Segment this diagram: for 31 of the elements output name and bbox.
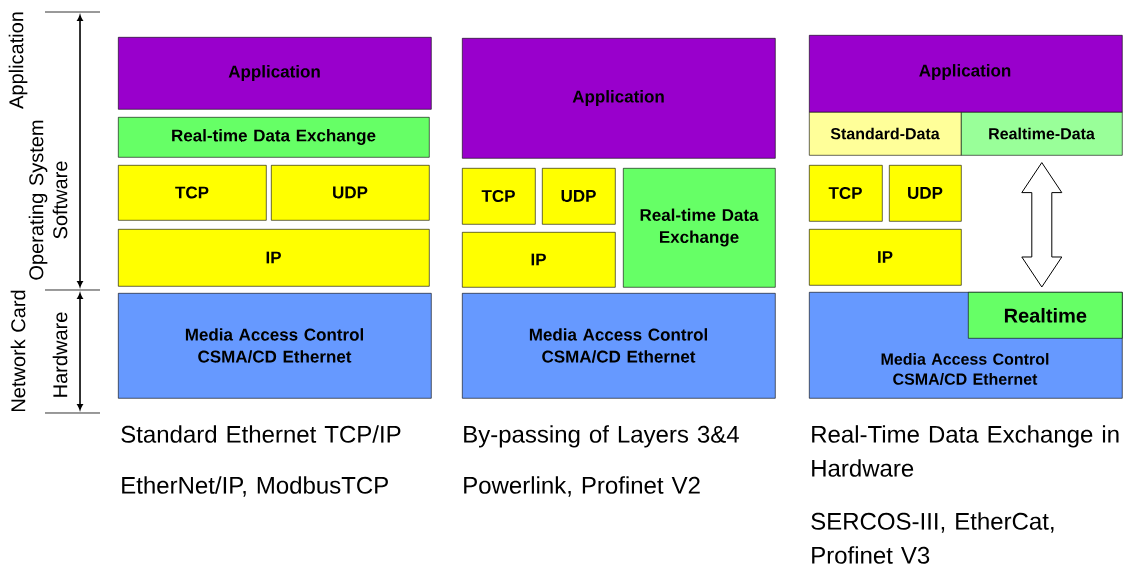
axis-label: EtherNet/IP, ModbusTCP (122, 476, 388, 497)
axis-label: SERCOS-III, EtherCat, Profinet V3 (811, 512, 1054, 564)
layer-box: Real-time Data Exchange (118, 117, 430, 158)
axis-label: Application (8, 12, 28, 109)
layer-box: UDP (271, 165, 430, 221)
layer-box: Application (462, 38, 776, 159)
layer-box: Media Access Control CSMA/CD Ethernet (462, 293, 776, 399)
axis-label: Powerlink, Profinet V2 (464, 476, 700, 497)
axis-label: Hardware (52, 312, 68, 397)
layer-box: TCP (462, 168, 536, 225)
layer-box: Realtime (968, 292, 1123, 339)
layer-box: Real-time Data Exchange (623, 168, 776, 288)
axis-label: Software (52, 161, 68, 239)
axis-label: Network Card (10, 290, 26, 412)
axis-label: Real-Time Data Exchange in Hardware (812, 425, 1119, 477)
layer-box: Standard-Data (809, 112, 962, 156)
layer-box: Media Access Control CSMA/CD Ethernet (118, 293, 432, 399)
axis-label: By-passing of Layers 3&4 (464, 425, 739, 448)
layer-box: IP (118, 229, 430, 287)
layer-box: Realtime-Data (961, 112, 1123, 156)
double-arrow (1021, 162, 1063, 288)
layer-box: IP (462, 232, 616, 288)
layer-box: TCP (809, 165, 883, 222)
layer-box: IP (809, 229, 962, 286)
layer-box: Application (118, 37, 432, 110)
axis-label: Standard Ethernet TCP/IP (121, 425, 401, 443)
layer-box: UDP (542, 168, 616, 225)
axis-label: Operating System (28, 120, 48, 280)
layer-box: UDP (889, 165, 962, 222)
layer-box: Application (809, 35, 1123, 113)
layer-box: TCP (118, 165, 267, 221)
